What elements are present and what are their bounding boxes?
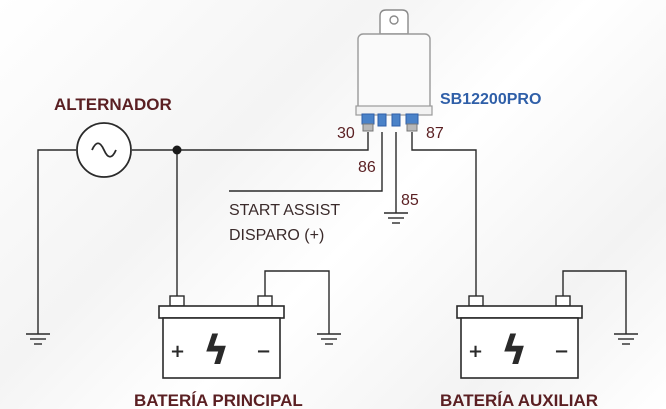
pin-30-label: 30: [337, 125, 355, 142]
battery-aux-minus-symbol: −: [554, 341, 569, 362]
battery-aux-plus-symbol: +: [468, 341, 483, 362]
ground-icon: [384, 212, 408, 224]
battery-aux-lightning-icon: ϟ: [501, 328, 527, 374]
pin-87-label: 87: [426, 125, 444, 142]
alternator-label: ALTERNADOR: [54, 95, 172, 114]
ac-source-icon: [76, 122, 132, 178]
relay-terminal-85: [391, 113, 401, 127]
trigger-label: DISPARO (+): [229, 227, 324, 244]
wires: [37, 132, 627, 334]
ground-icon: [614, 333, 638, 345]
battery-main-minus-symbol: −: [256, 341, 271, 362]
battery-main-plus-symbol: +: [170, 341, 185, 362]
ground-icon: [317, 333, 341, 345]
battery-aux-label: BATERÍA AUXILIAR: [440, 391, 598, 409]
wire-alternator-ground: [37, 149, 76, 334]
wire-pin87-aux-battery: [411, 132, 477, 296]
wire-aux-battery-ground: [562, 270, 627, 334]
battery-main-lightning-icon: ϟ: [203, 328, 229, 374]
ground-icon: [26, 333, 50, 345]
wire-main-battery-ground: [264, 270, 330, 334]
relay-terminal-30: [361, 113, 375, 132]
battery-icon: [158, 295, 285, 379]
relay-terminal-86: [377, 113, 387, 127]
start-assist-label: START ASSIST: [229, 202, 340, 219]
wire-pin86-start-assist: [229, 132, 383, 192]
pin-86-label: 86: [358, 159, 376, 176]
relay-model-label: SB12200PRO: [440, 91, 541, 108]
relay-terminal-87: [405, 113, 419, 132]
battery-main-label: BATERÍA PRINCIPAL: [134, 391, 303, 409]
wire-alternator-to-30: [132, 132, 369, 151]
relay-icon: [355, 9, 433, 132]
battery-icon: [456, 295, 583, 379]
wire-junction-dot: [172, 145, 182, 155]
pin-85-label: 85: [401, 192, 419, 209]
